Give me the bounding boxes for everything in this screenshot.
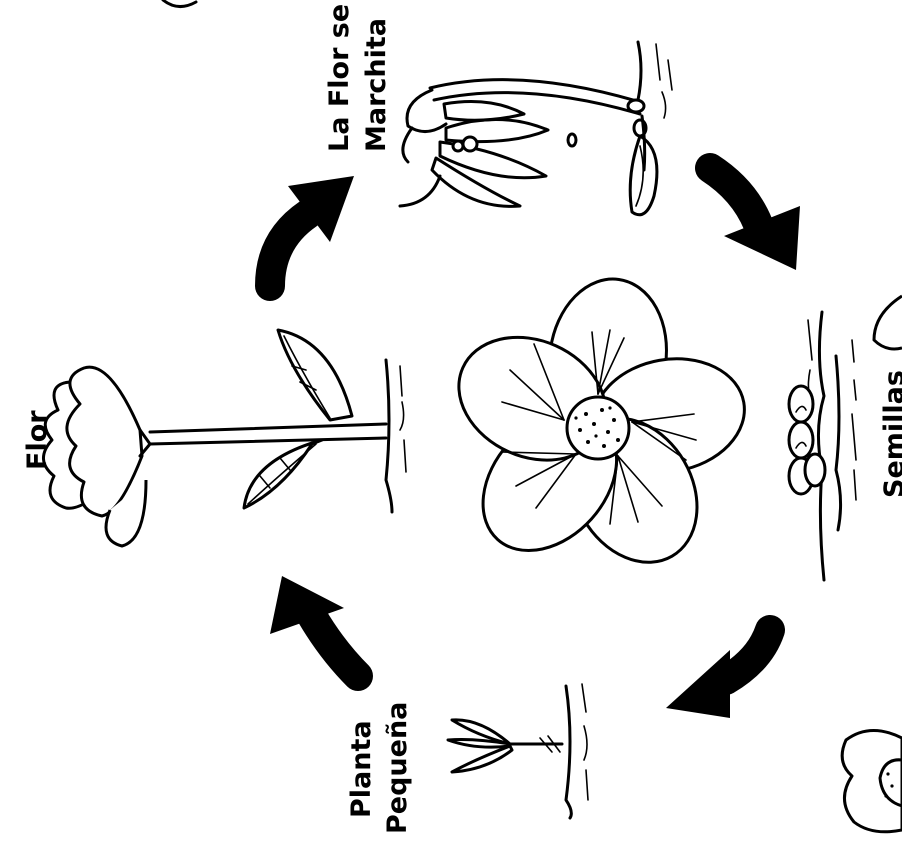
partial-flower-icon — [842, 730, 902, 831]
cycle-arrow-seeds-to-sprout — [666, 630, 770, 718]
seeds-stage: Semillas — [789, 296, 902, 580]
cycle-arrow-wilting-to-seeds — [710, 168, 800, 270]
seeds-label: Semillas — [879, 370, 902, 498]
center-flower-head-icon — [439, 271, 753, 585]
wilting-stage: La Flor se Marchita — [324, 4, 672, 215]
corner-fragment-icon — [163, 0, 196, 7]
flower-stage: Flor — [22, 330, 406, 546]
flower-label: Flor — [22, 410, 53, 470]
cycle-arrow-sprout-to-flower — [270, 576, 358, 676]
wilting-label-line1: La Flor se — [324, 4, 355, 152]
small-plant-label-line1: Planta — [346, 720, 377, 818]
small-plant-stage: Planta Pequeña — [346, 684, 588, 834]
wilted-flower-icon — [400, 42, 672, 215]
flower-stem-icon — [43, 330, 406, 546]
cycle-arrow-flower-to-wilting — [270, 176, 354, 286]
small-plant-label-line2: Pequeña — [382, 702, 413, 834]
wilting-label-line2: Marchita — [361, 18, 392, 152]
sprout-icon — [448, 684, 588, 818]
